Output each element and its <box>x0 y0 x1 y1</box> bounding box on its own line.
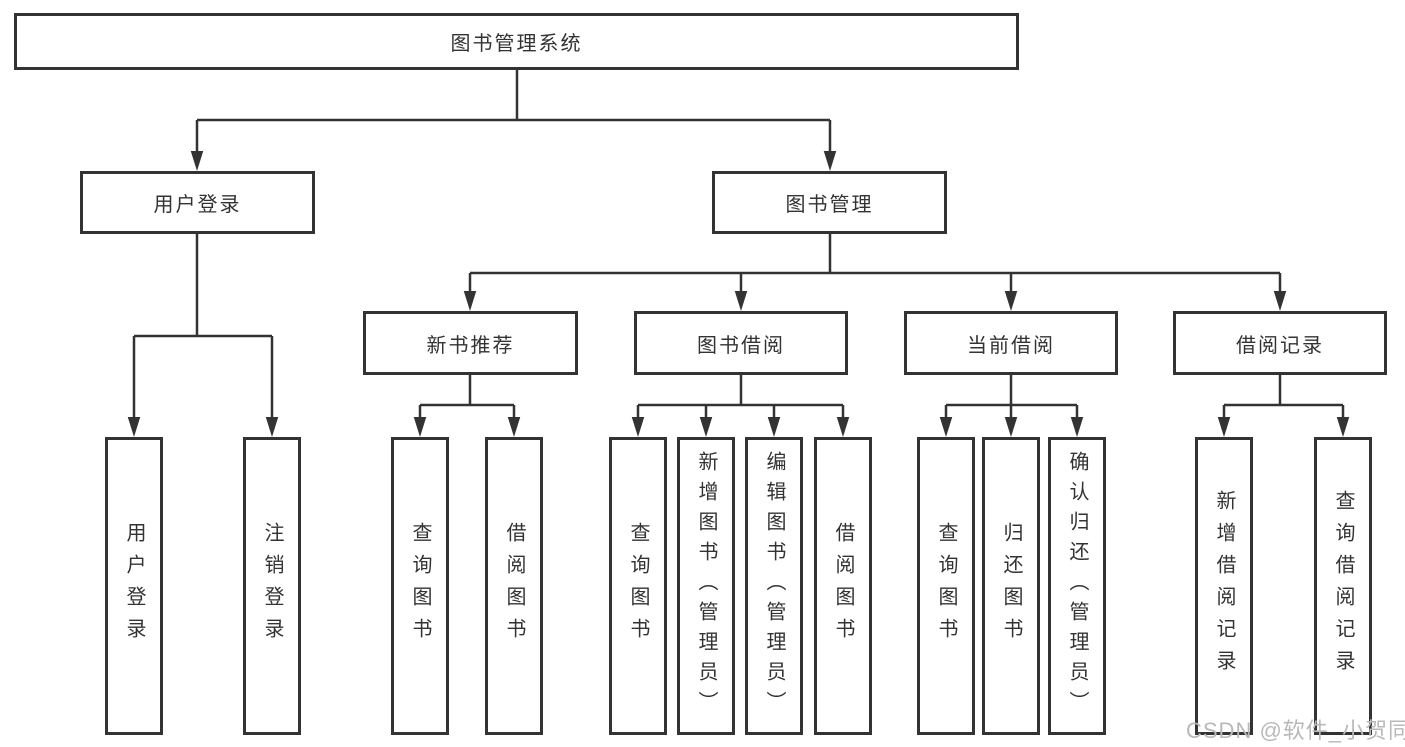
node-book-management: 图书管理 <box>712 171 947 234</box>
watermark-text: CSDN @软件_小贺同学 <box>1186 718 1405 743</box>
leaf-records-add-record: 新增借阅记录 <box>1195 437 1253 735</box>
leaf-recommend-query-books: 查询图书 <box>391 437 449 735</box>
leaf-current-confirm-return-admin: 确认归还（管理员） <box>1048 437 1106 735</box>
leaf-borrow-add-books-admin: 新增图书（管理员） <box>677 437 735 735</box>
node-user-login: 用户登录 <box>80 171 315 234</box>
leaf-logout: 注销登录 <box>243 437 301 735</box>
node-current-borrow: 当前借阅 <box>904 311 1118 375</box>
leaf-user-login: 用户登录 <box>105 437 163 735</box>
node-book-borrow: 图书借阅 <box>634 311 848 375</box>
leaf-current-query-books: 查询图书 <box>917 437 975 735</box>
leaf-borrow-query-books: 查询图书 <box>609 437 667 735</box>
node-new-book-recommend: 新书推荐 <box>363 311 578 375</box>
node-root: 图书管理系统 <box>14 13 1019 70</box>
leaf-records-query-record: 查询借阅记录 <box>1314 437 1372 735</box>
node-borrow-records: 借阅记录 <box>1173 311 1387 375</box>
leaf-current-return-books: 归还图书 <box>982 437 1040 735</box>
leaf-recommend-borrow-books: 借阅图书 <box>485 437 543 735</box>
leaf-borrow-edit-books-admin: 编辑图书（管理员） <box>745 437 803 735</box>
leaf-borrow-borrow-books: 借阅图书 <box>814 437 872 735</box>
